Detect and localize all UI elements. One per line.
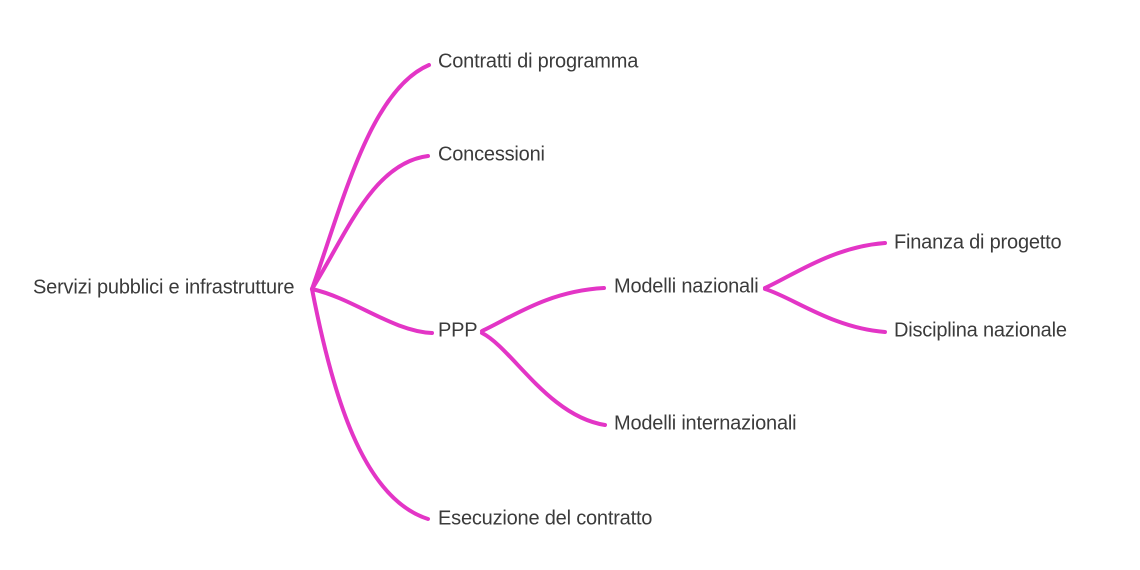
edge-root-to-concessioni <box>310 154 430 291</box>
node-concessioni[interactable]: Concessioni <box>438 143 545 166</box>
node-modelli-nazionali[interactable]: Modelli nazionali <box>614 275 759 298</box>
node-modelli-internazionali[interactable]: Modelli internazionali <box>614 412 797 435</box>
edge-ppp-to-modelli-internazionali <box>480 331 607 427</box>
node-contratti-di-programma[interactable]: Contratti di programma <box>438 50 639 73</box>
edge-modelli-nazionali-to-finanza <box>763 241 887 290</box>
edge-root-to-contratti <box>310 63 431 291</box>
node-esecuzione-del-contratto[interactable]: Esecuzione del contratto <box>438 507 653 530</box>
edge-root-to-ppp <box>310 287 434 335</box>
edge-ppp-to-modelli-nazionali <box>480 286 606 333</box>
node-disciplina-nazionale[interactable]: Disciplina nazionale <box>894 319 1067 342</box>
node-ppp[interactable]: PPP <box>438 319 478 342</box>
node-servizi-pubblici-e-infrastrutture[interactable]: Servizi pubblici e infrastrutture <box>33 276 295 299</box>
node-finanza-di-progetto[interactable]: Finanza di progetto <box>894 231 1062 254</box>
edge-root-to-esecuzione <box>310 287 430 521</box>
edge-modelli-nazionali-to-disciplina <box>763 287 887 334</box>
